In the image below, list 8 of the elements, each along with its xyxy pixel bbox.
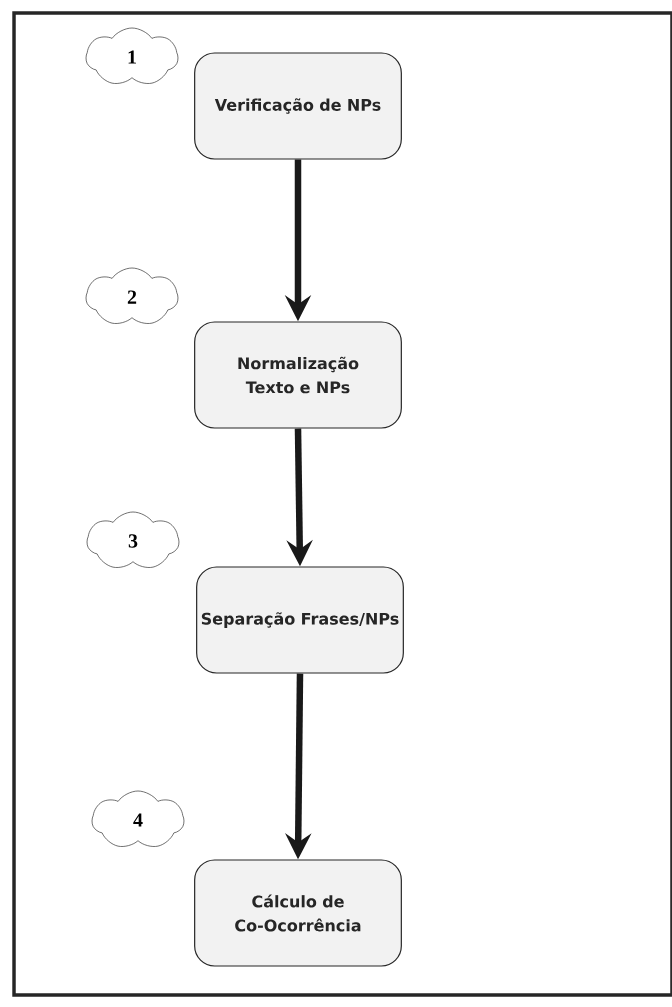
number-cloud: 4 bbox=[91, 790, 185, 847]
number-cloud: 2 bbox=[85, 267, 179, 324]
process-box: Cálculo de Co-Ocorrência bbox=[194, 859, 402, 967]
process-box: Verificação de NPs bbox=[194, 52, 402, 160]
number-cloud: 1 bbox=[85, 27, 179, 84]
number-cloud: 3 bbox=[86, 511, 180, 568]
process-box: Normalização Texto e NPs bbox=[194, 321, 402, 429]
process-box: Separação Frases/NPs bbox=[196, 566, 404, 674]
